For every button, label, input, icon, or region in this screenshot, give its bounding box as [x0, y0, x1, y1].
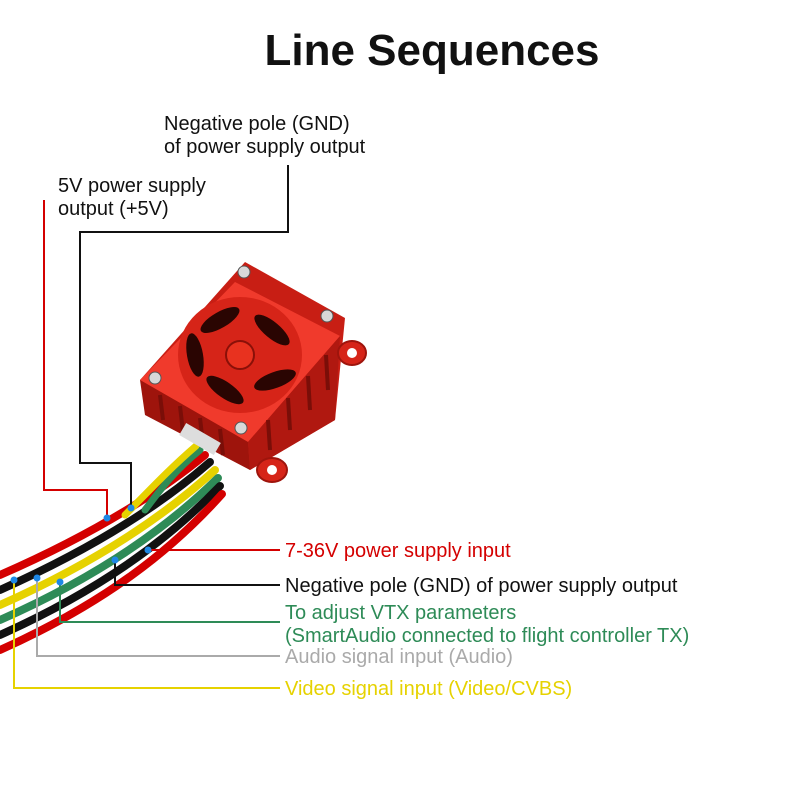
- label-gnd-top: Negative pole (GND) of power supply outp…: [164, 113, 366, 158]
- label-5v-top: 5V power supply output (+5V): [58, 175, 206, 220]
- label-vin: 7-36V power supply input: [285, 540, 511, 562]
- label-smartaudio: To adjust VTX parameters (SmartAudio con…: [285, 602, 690, 647]
- label-video: Video signal input (Video/CVBS): [285, 678, 573, 700]
- vtx-device: [140, 262, 367, 483]
- cable-bundle: [0, 442, 226, 654]
- leader-lines: [13, 165, 289, 689]
- label-audio: Audio signal input (Audio): [285, 646, 513, 668]
- page-title: Line Sequences: [264, 26, 600, 75]
- connection-dots: [10, 504, 152, 586]
- label-gnd-bottom: Negative pole (GND) of power supply outp…: [285, 575, 678, 597]
